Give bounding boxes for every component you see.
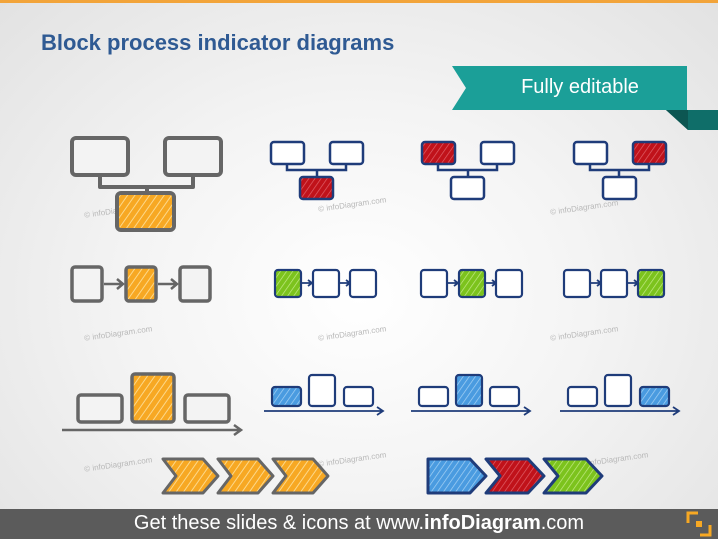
timeline-diagram-last-highlight <box>560 373 681 416</box>
block <box>311 268 341 299</box>
block <box>417 385 450 408</box>
highlighted-block <box>124 265 158 303</box>
highlighted-block <box>420 140 457 166</box>
highlighted-block <box>130 372 176 424</box>
highlighted-block <box>454 373 484 408</box>
timeline-arrow <box>411 406 532 416</box>
arrow <box>340 279 352 287</box>
arrow <box>158 278 179 290</box>
timeline-diagram-large <box>62 372 244 437</box>
block <box>70 265 104 303</box>
arrow <box>104 278 125 290</box>
arrow <box>591 279 603 287</box>
connector <box>436 164 499 177</box>
block <box>348 268 378 299</box>
org-chart-diagram-large <box>70 136 223 232</box>
connector <box>588 164 651 177</box>
timeline-diagram-first-highlight <box>264 373 385 416</box>
arrow <box>448 279 460 287</box>
highlighted-block <box>115 191 176 232</box>
block <box>76 393 124 424</box>
connector <box>98 175 195 193</box>
timeline-diagram-middle-highlight <box>411 373 532 416</box>
highlighted-block <box>273 268 303 299</box>
chevron <box>426 457 488 495</box>
highlighted-block <box>631 140 668 166</box>
linear-flow-diagram-first-highlight <box>273 268 378 299</box>
chevron <box>216 457 275 495</box>
block <box>70 136 130 177</box>
connector <box>285 164 348 177</box>
footer-bar <box>0 509 718 539</box>
block <box>566 385 599 408</box>
linear-flow-diagram-large <box>70 265 212 303</box>
block <box>603 373 633 408</box>
block <box>572 140 609 166</box>
block <box>488 385 521 408</box>
chevron-diagram-colored <box>426 457 604 495</box>
chevron <box>542 457 604 495</box>
timeline-arrow <box>62 423 244 437</box>
chevron <box>271 457 330 495</box>
block <box>178 265 212 303</box>
block <box>449 175 486 201</box>
block <box>479 140 516 166</box>
linear-flow-diagram-middle-highlight <box>419 268 524 299</box>
arrow <box>486 279 498 287</box>
chevron <box>484 457 546 495</box>
page-title: Block process indicator diagrams <box>41 30 395 55</box>
block <box>269 140 306 166</box>
block <box>307 373 337 408</box>
org-chart-diagram-topleft-highlight <box>420 140 516 201</box>
chevron <box>161 457 220 495</box>
highlighted-block <box>457 268 487 299</box>
block <box>419 268 449 299</box>
org-chart-diagram-bottom-highlight <box>269 140 365 201</box>
org-chart-diagram-topright-highlight <box>572 140 668 201</box>
highlighted-block <box>270 385 303 408</box>
footer-cta[interactable]: Get these slides & icons at www.infoDiag… <box>0 512 718 535</box>
timeline-arrow <box>264 406 385 416</box>
highlighted-block <box>638 385 671 408</box>
top-accent-line <box>0 0 718 3</box>
footer-prefix: Get these slides & icons at www. <box>133 512 425 534</box>
chevron-diagram-orange <box>161 457 330 495</box>
highlighted-block <box>298 175 335 201</box>
block <box>562 268 592 299</box>
highlighted-block <box>636 268 666 299</box>
infodiagram-logo-icon <box>686 511 712 537</box>
fully-editable-label: Fully editable <box>521 76 639 98</box>
block <box>601 175 638 201</box>
arrow <box>302 279 314 287</box>
block <box>599 268 629 299</box>
block <box>328 140 365 166</box>
block <box>183 393 231 424</box>
footer-brand: infoDiagram <box>424 512 541 534</box>
timeline-arrow <box>560 406 681 416</box>
footer-suffix: .com <box>540 512 585 534</box>
block <box>163 136 223 177</box>
linear-flow-diagram-last-highlight <box>562 268 666 299</box>
arrow <box>628 279 640 287</box>
fully-editable-ribbon <box>452 66 718 130</box>
block <box>494 268 524 299</box>
block <box>342 385 375 408</box>
